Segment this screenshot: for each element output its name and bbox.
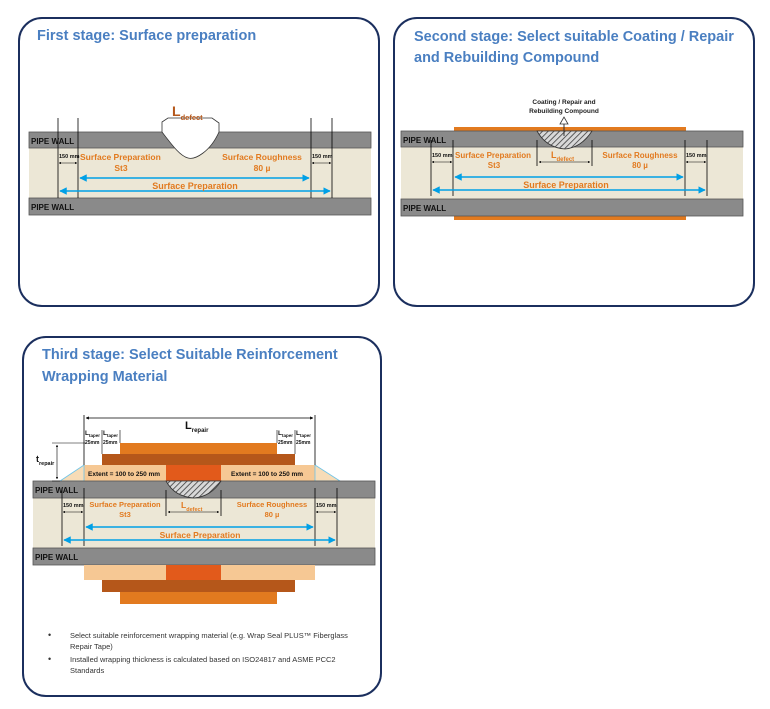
stage3-extent-right: Extent = 100 to 250 mm	[231, 471, 303, 478]
stage3-card	[22, 336, 382, 697]
stage1-defect-shape	[161, 117, 220, 159]
stage2-graphic	[400, 116, 744, 220]
stage3-wrap-layer-2b	[102, 580, 295, 592]
stage3-taper-right-2: Ltaper	[296, 430, 311, 438]
stage3-taper-right-2-dim: 25mm	[296, 440, 311, 446]
stage1-span-label: Surface Preparation	[152, 181, 238, 191]
stage2-prep-grade: St3	[488, 161, 501, 170]
stage2-title-line2: and Rebuilding Compound	[414, 50, 600, 66]
stage3-pipe-wall-bottom-label: PIPE WALL	[35, 553, 78, 562]
stage2-pipe-wall-bottom-label: PIPE WALL	[403, 204, 446, 213]
stage3-taper-left-2: Ltaper	[103, 430, 118, 438]
stage1-pipe-wall-bottom-label: PIPE WALL	[31, 203, 74, 212]
stage3-extent-left: Extent = 100 to 250 mm	[88, 471, 160, 478]
stage1-rough-value: 80 µ	[254, 163, 271, 173]
stage1-dim-right-label: 150 mm	[312, 154, 333, 160]
stage3-t-repair-label: trepair	[36, 454, 55, 467]
stage3-dim-right-label: 150 mm	[316, 503, 337, 509]
stage3-taper-left-2-dim: 25mm	[103, 440, 118, 446]
stage3-prep-label: Surface Preparation	[89, 500, 161, 509]
stage2-defect-fill	[536, 130, 593, 150]
stage2-span-label: Surface Preparation	[523, 180, 609, 190]
stage2-pipe-wall-top-label: PIPE WALL	[403, 136, 446, 145]
stage3-l-defect-label: Ldefect	[181, 500, 203, 513]
stage3-prep-grade: St3	[119, 510, 131, 519]
stage2-callout-line1: Coating / Repair and	[532, 99, 595, 106]
stage1-prep-label: Surface Preparation	[80, 152, 161, 162]
stage2-prep-label: Surface Preparation	[455, 151, 531, 160]
stage1-l-defect-label: Ldefect	[172, 103, 203, 122]
stage3-graphic	[32, 415, 376, 604]
stage3-taper-right-1: Ltaper	[278, 430, 293, 438]
stage3-title-line2: Wrapping Material	[42, 369, 168, 385]
stage3-notes: Select suitable reinforcement wrapping m…	[48, 630, 358, 678]
stage2-title-line1: Second stage: Select suitable Coating / …	[414, 29, 734, 45]
stage2-callout-line2: Rebuilding Compound	[529, 108, 599, 115]
stage3-taper-left-1: Ltaper	[85, 430, 100, 438]
stage3-wrap-center-b	[166, 565, 221, 580]
stage3-wrap-center	[166, 465, 221, 481]
stage2-l-defect-label: Ldefect	[551, 150, 574, 163]
stage2-dim-right-label: 150 mm	[686, 153, 707, 159]
stage3-title-line1: Third stage: Select Suitable Reinforceme…	[42, 347, 338, 363]
stage1-prep-grade: St3	[114, 163, 128, 173]
stage2-rough-label: Surface Roughness	[602, 151, 678, 160]
stage2-card	[393, 17, 755, 307]
stage2-callout-arrowhead	[559, 116, 569, 125]
stage2-coating-bottom	[454, 216, 686, 220]
stage3-defect-fill	[165, 480, 222, 499]
stage3-taper-left-1-dim: 25mm	[85, 440, 100, 446]
stage1-rough-label: Surface Roughness	[222, 152, 302, 162]
stage1-pipe-wall-top-label: PIPE WALL	[31, 137, 74, 146]
stage2-dim-left-label: 150 mm	[432, 153, 453, 159]
stage2-rough-value: 80 µ	[632, 161, 648, 170]
stage3-l-repair-label: Lrepair	[185, 420, 209, 434]
stage3-wrap-layer-2	[102, 454, 295, 465]
stage3-wrap-layer-1b	[120, 592, 277, 604]
stage1-graphic	[28, 117, 372, 216]
stage2-coating-top	[454, 127, 686, 131]
stage3-dim-left-label: 150 mm	[63, 503, 84, 509]
stage3-rough-value: 80 µ	[265, 510, 280, 519]
stage3-note-item: Select suitable reinforcement wrapping m…	[48, 630, 358, 652]
stage1-title: First stage: Surface preparation	[37, 28, 257, 44]
stage1-pipe-wall-bottom	[28, 197, 372, 216]
stage3-taper-right-1-dim: 25mm	[278, 440, 293, 446]
stage1-dim-left-label: 150 mm	[59, 154, 80, 160]
stage2-pipe-wall-bottom	[400, 198, 744, 217]
stage3-pipe-wall-top-label: PIPE WALL	[35, 486, 78, 495]
stage3-span-label: Surface Preparation	[160, 530, 241, 540]
stage3-note-item: Installed wrapping thickness is calculat…	[48, 654, 358, 676]
stage3-wrap-layer-1	[120, 443, 277, 454]
stage3-rough-label: Surface Roughness	[237, 500, 307, 509]
